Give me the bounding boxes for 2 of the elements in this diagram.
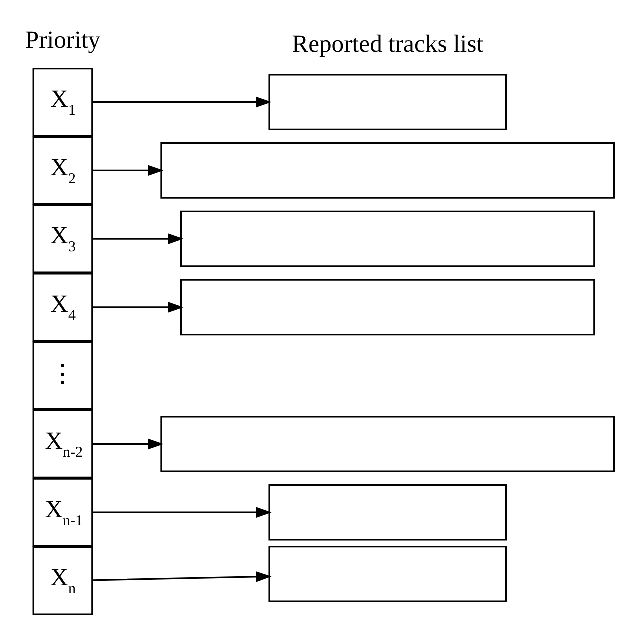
label: Priority xyxy=(25,27,101,54)
label: Reported tracks list xyxy=(292,31,484,58)
